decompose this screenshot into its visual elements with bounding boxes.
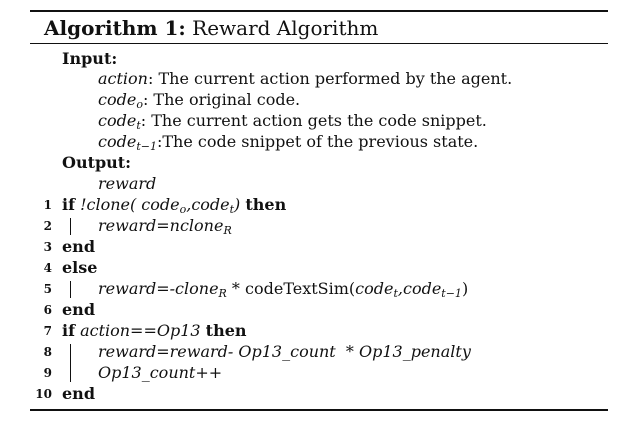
keyword-then: then xyxy=(245,195,287,214)
keyword-end: end xyxy=(62,384,95,403)
top-rule xyxy=(30,10,608,12)
line-number: 5 xyxy=(43,282,52,296)
bottom-rule xyxy=(30,409,608,411)
statement: reward=-clone xyxy=(98,279,219,298)
keyword-end: end xyxy=(62,237,95,256)
input-item-code-t-1: codet−1:The code snippet of the previous… xyxy=(98,132,478,152)
condition-part: ,code xyxy=(186,195,230,214)
block-bar xyxy=(70,281,71,298)
input-item-code-t: codet: The current action gets the code … xyxy=(98,111,487,131)
line-number: 8 xyxy=(43,345,52,359)
condition: action==Op13 xyxy=(80,321,201,340)
algorithm-block: Algorithm 1: Reward Algorithm Input: act… xyxy=(30,10,608,412)
block-bar xyxy=(70,218,71,235)
argument-sub: t−1 xyxy=(441,287,462,300)
argument: ,code xyxy=(397,279,442,298)
algo-line-1: if !clone( codeo,codet) then xyxy=(62,195,286,215)
keyword-if: if xyxy=(62,195,75,214)
input-desc: : The current action gets the code snipp… xyxy=(140,111,487,130)
algo-line-7: if action==Op13 then xyxy=(62,321,247,341)
input-item-action: action: The current action performed by … xyxy=(98,69,512,89)
statement-sub: R xyxy=(218,287,227,300)
caption-title: Reward Algorithm xyxy=(192,16,379,40)
condition-sub: t xyxy=(229,203,235,216)
line-number: 4 xyxy=(43,261,52,275)
argument: code xyxy=(355,279,394,298)
statement: reward=nclone xyxy=(98,216,224,235)
input-var: action xyxy=(98,69,148,88)
block-bar xyxy=(70,344,71,382)
input-desc: :The code snippet of the previous state. xyxy=(156,132,479,151)
input-var: code xyxy=(98,132,137,151)
input-heading: Input: xyxy=(62,49,118,68)
input-var-sub: o xyxy=(136,98,143,111)
keyword-else: else xyxy=(62,258,98,277)
input-var-sub: t−1 xyxy=(136,140,157,153)
statement: * codeTextSim( xyxy=(226,279,356,298)
algo-line-8: reward=reward- Op13_count * Op13_penalty xyxy=(98,342,471,361)
input-var-sub: t xyxy=(136,119,141,132)
keyword-if: if xyxy=(62,321,75,340)
input-var: code xyxy=(98,111,137,130)
line-number: 10 xyxy=(35,387,52,401)
algo-line-2: reward=ncloneR xyxy=(98,216,232,236)
algo-line-5: reward=-cloneR * codeTextSim(codet,codet… xyxy=(98,279,468,299)
line-number: 3 xyxy=(43,240,52,254)
argument-sub: t xyxy=(393,287,398,300)
line-number: 9 xyxy=(43,366,52,380)
algo-line-9: Op13_count++ xyxy=(98,363,223,382)
condition-part: !clone( code xyxy=(80,195,180,214)
input-desc: : The original code. xyxy=(142,90,301,109)
input-item-code-o: codeo: The original code. xyxy=(98,90,300,110)
output-heading: Output: xyxy=(62,153,132,172)
statement-sub: R xyxy=(223,224,232,237)
algorithm-caption: Algorithm 1: Reward Algorithm xyxy=(44,16,378,40)
caption-label: Algorithm 1: xyxy=(44,16,186,40)
line-number: 7 xyxy=(43,324,52,338)
keyword-then: then xyxy=(205,321,247,340)
condition-part: ) xyxy=(234,195,241,214)
line-number: 6 xyxy=(43,303,52,317)
condition-sub: o xyxy=(179,203,187,216)
output-value: reward xyxy=(98,174,157,193)
input-var: code xyxy=(98,90,137,109)
argument: ) xyxy=(461,279,469,298)
line-number: 2 xyxy=(43,219,52,233)
keyword-end: end xyxy=(62,300,95,319)
input-desc: : The current action performed by the ag… xyxy=(147,69,513,88)
caption-rule xyxy=(30,43,608,44)
line-number: 1 xyxy=(43,198,52,212)
